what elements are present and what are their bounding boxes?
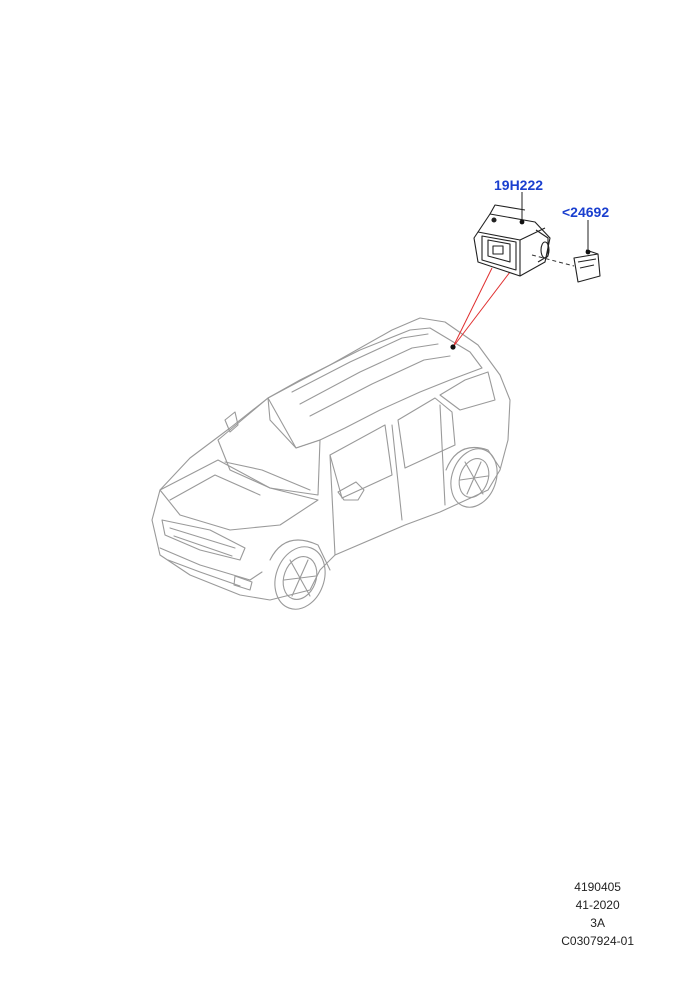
callout-part-2[interactable]: <24692 xyxy=(562,204,610,220)
footer-line-1: 4190405 xyxy=(574,880,621,894)
connector-dashed-line xyxy=(531,254,575,267)
footer-line-3: 3A xyxy=(590,916,605,930)
footer-line-2: 41-2020 xyxy=(575,898,620,912)
drawing-reference-block: 4190405 41-2020 3A C0307924-01 xyxy=(561,878,634,950)
footer-line-4: C0307924-01 xyxy=(561,934,634,948)
vehicle-illustration xyxy=(151,317,511,610)
connector-icon xyxy=(573,249,601,283)
camera-module-icon xyxy=(473,204,551,277)
leader-lines xyxy=(452,267,511,348)
mount-point-marker xyxy=(450,344,456,350)
callout-part-1[interactable]: 19H222 xyxy=(494,177,544,193)
